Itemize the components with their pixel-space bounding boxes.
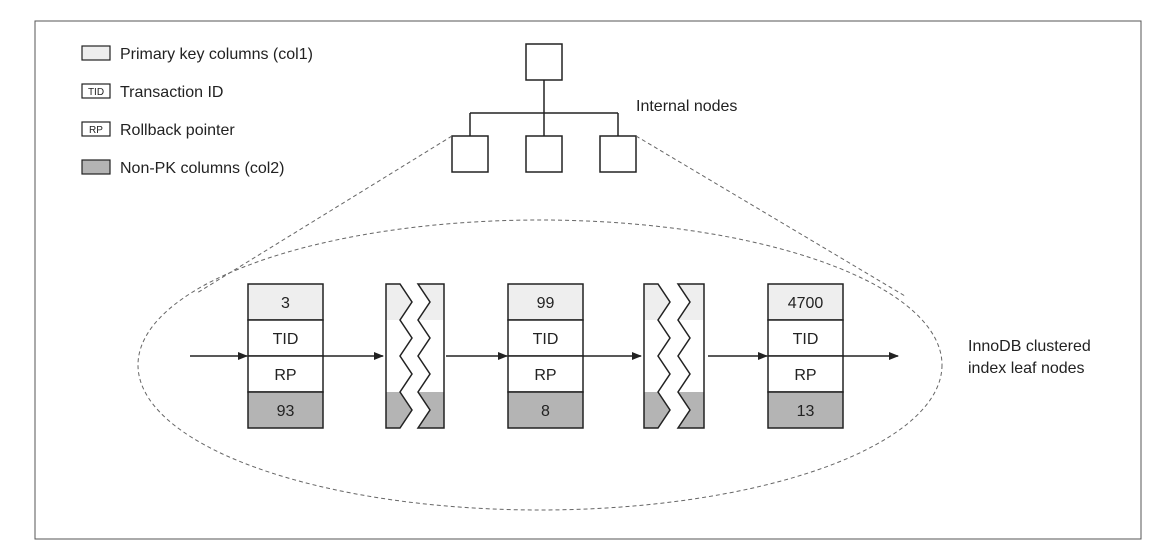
- legend-swatch-transaction-id: [81, 83, 111, 99]
- internal-node-right: [599, 135, 637, 173]
- legend-label-transaction-id: Transaction ID: [120, 84, 223, 101]
- zoom-guide-right: [635, 135, 906, 297]
- leaf-cell-col2: [507, 391, 584, 429]
- leaf-cell-col2: [247, 391, 324, 429]
- internal-nodes-label: Internal nodes: [636, 98, 737, 115]
- legend-label-primary-key: Primary key columns (col1): [120, 46, 313, 63]
- legend-swatch-non-pk: [81, 159, 111, 175]
- torn-fragment-col2-band: [386, 392, 412, 428]
- leaf-value-rp: RP: [534, 367, 556, 384]
- leaf-value-tid: TID: [533, 331, 559, 348]
- torn-fragment-pk-band: [644, 284, 670, 320]
- leaf-value-pk: 99: [537, 295, 555, 312]
- legend-item-transaction-id: TID Transaction ID: [81, 83, 223, 101]
- leaf-region-ellipse: [137, 219, 943, 511]
- torn-fragment-pk-band: [678, 284, 704, 320]
- leaf-cell-pk: [507, 283, 584, 321]
- leaf-nodes-label-line1: InnoDB clustered: [968, 338, 1091, 355]
- leaf-value-rp: RP: [794, 367, 816, 384]
- zoom-guide-left: [196, 135, 453, 294]
- legend-swatch-rollback-pointer: [81, 121, 111, 137]
- internal-node-root: [525, 43, 563, 81]
- leaf-cell-tid: [247, 319, 324, 357]
- leaf-value-tid: TID: [793, 331, 819, 348]
- leaf-value-pk: 4700: [788, 295, 824, 312]
- legend-item-primary-key: Primary key columns (col1): [81, 45, 313, 63]
- leaf-node: 99 TID RP 8: [507, 283, 584, 429]
- torn-fragment-pk-band: [418, 284, 444, 320]
- leaf-node: 4700 TID RP 13: [767, 283, 844, 429]
- torn-fragment-col2-band: [678, 392, 704, 428]
- torn-fragment-pk-band: [386, 284, 412, 320]
- leaf-value-col2: 13: [797, 403, 815, 420]
- leaf-cell-pk: [247, 283, 324, 321]
- leaf-nodes: 3 TID RP 93 99 TID RP 8 4700 TID RP 13: [247, 283, 844, 429]
- legend: Primary key columns (col1) TID Transacti…: [81, 45, 313, 177]
- leaf-cell-tid: [767, 319, 844, 357]
- leaf-value-tid: TID: [273, 331, 299, 348]
- leaf-value-pk: 3: [281, 295, 290, 312]
- leaf-cell-rp: [767, 355, 844, 393]
- torn-page-fragment-left: [643, 283, 671, 429]
- torn-page-fragment-right: [676, 283, 705, 429]
- zoom-guide-lines: [196, 135, 906, 297]
- internal-nodes-tree: [451, 43, 637, 173]
- legend-label-non-pk: Non-PK columns (col2): [120, 160, 285, 177]
- leaf-cell-tid: [507, 319, 584, 357]
- leaf-nodes-label-line2: index leaf nodes: [968, 360, 1085, 377]
- legend-item-rollback-pointer: RP Rollback pointer: [81, 121, 235, 139]
- leaf-value-rp: RP: [274, 367, 296, 384]
- leaf-cell-col2: [767, 391, 844, 429]
- leaf-node: 3 TID RP 93: [247, 283, 324, 429]
- internal-node-left: [451, 135, 489, 173]
- legend-tag-rollback-pointer: RP: [89, 125, 103, 136]
- leaf-cell-pk: [767, 283, 844, 321]
- legend-swatch-primary-key: [81, 45, 111, 61]
- leaf-value-col2: 8: [541, 403, 550, 420]
- legend-label-rollback-pointer: Rollback pointer: [120, 122, 235, 139]
- torn-page-fragment-right: [416, 283, 445, 429]
- internal-node-middle: [525, 135, 563, 173]
- torn-page-fragment-left: [385, 283, 413, 429]
- leaf-cell-rp: [247, 355, 324, 393]
- figure-frame: [34, 20, 1142, 540]
- torn-fragment-col2-band: [418, 392, 444, 428]
- legend-tag-transaction-id: TID: [88, 87, 104, 98]
- torn-page-group-1: [385, 283, 445, 429]
- legend-item-non-pk: Non-PK columns (col2): [81, 159, 285, 177]
- torn-fragment-col2-band: [644, 392, 670, 428]
- leaf-value-col2: 93: [277, 403, 295, 420]
